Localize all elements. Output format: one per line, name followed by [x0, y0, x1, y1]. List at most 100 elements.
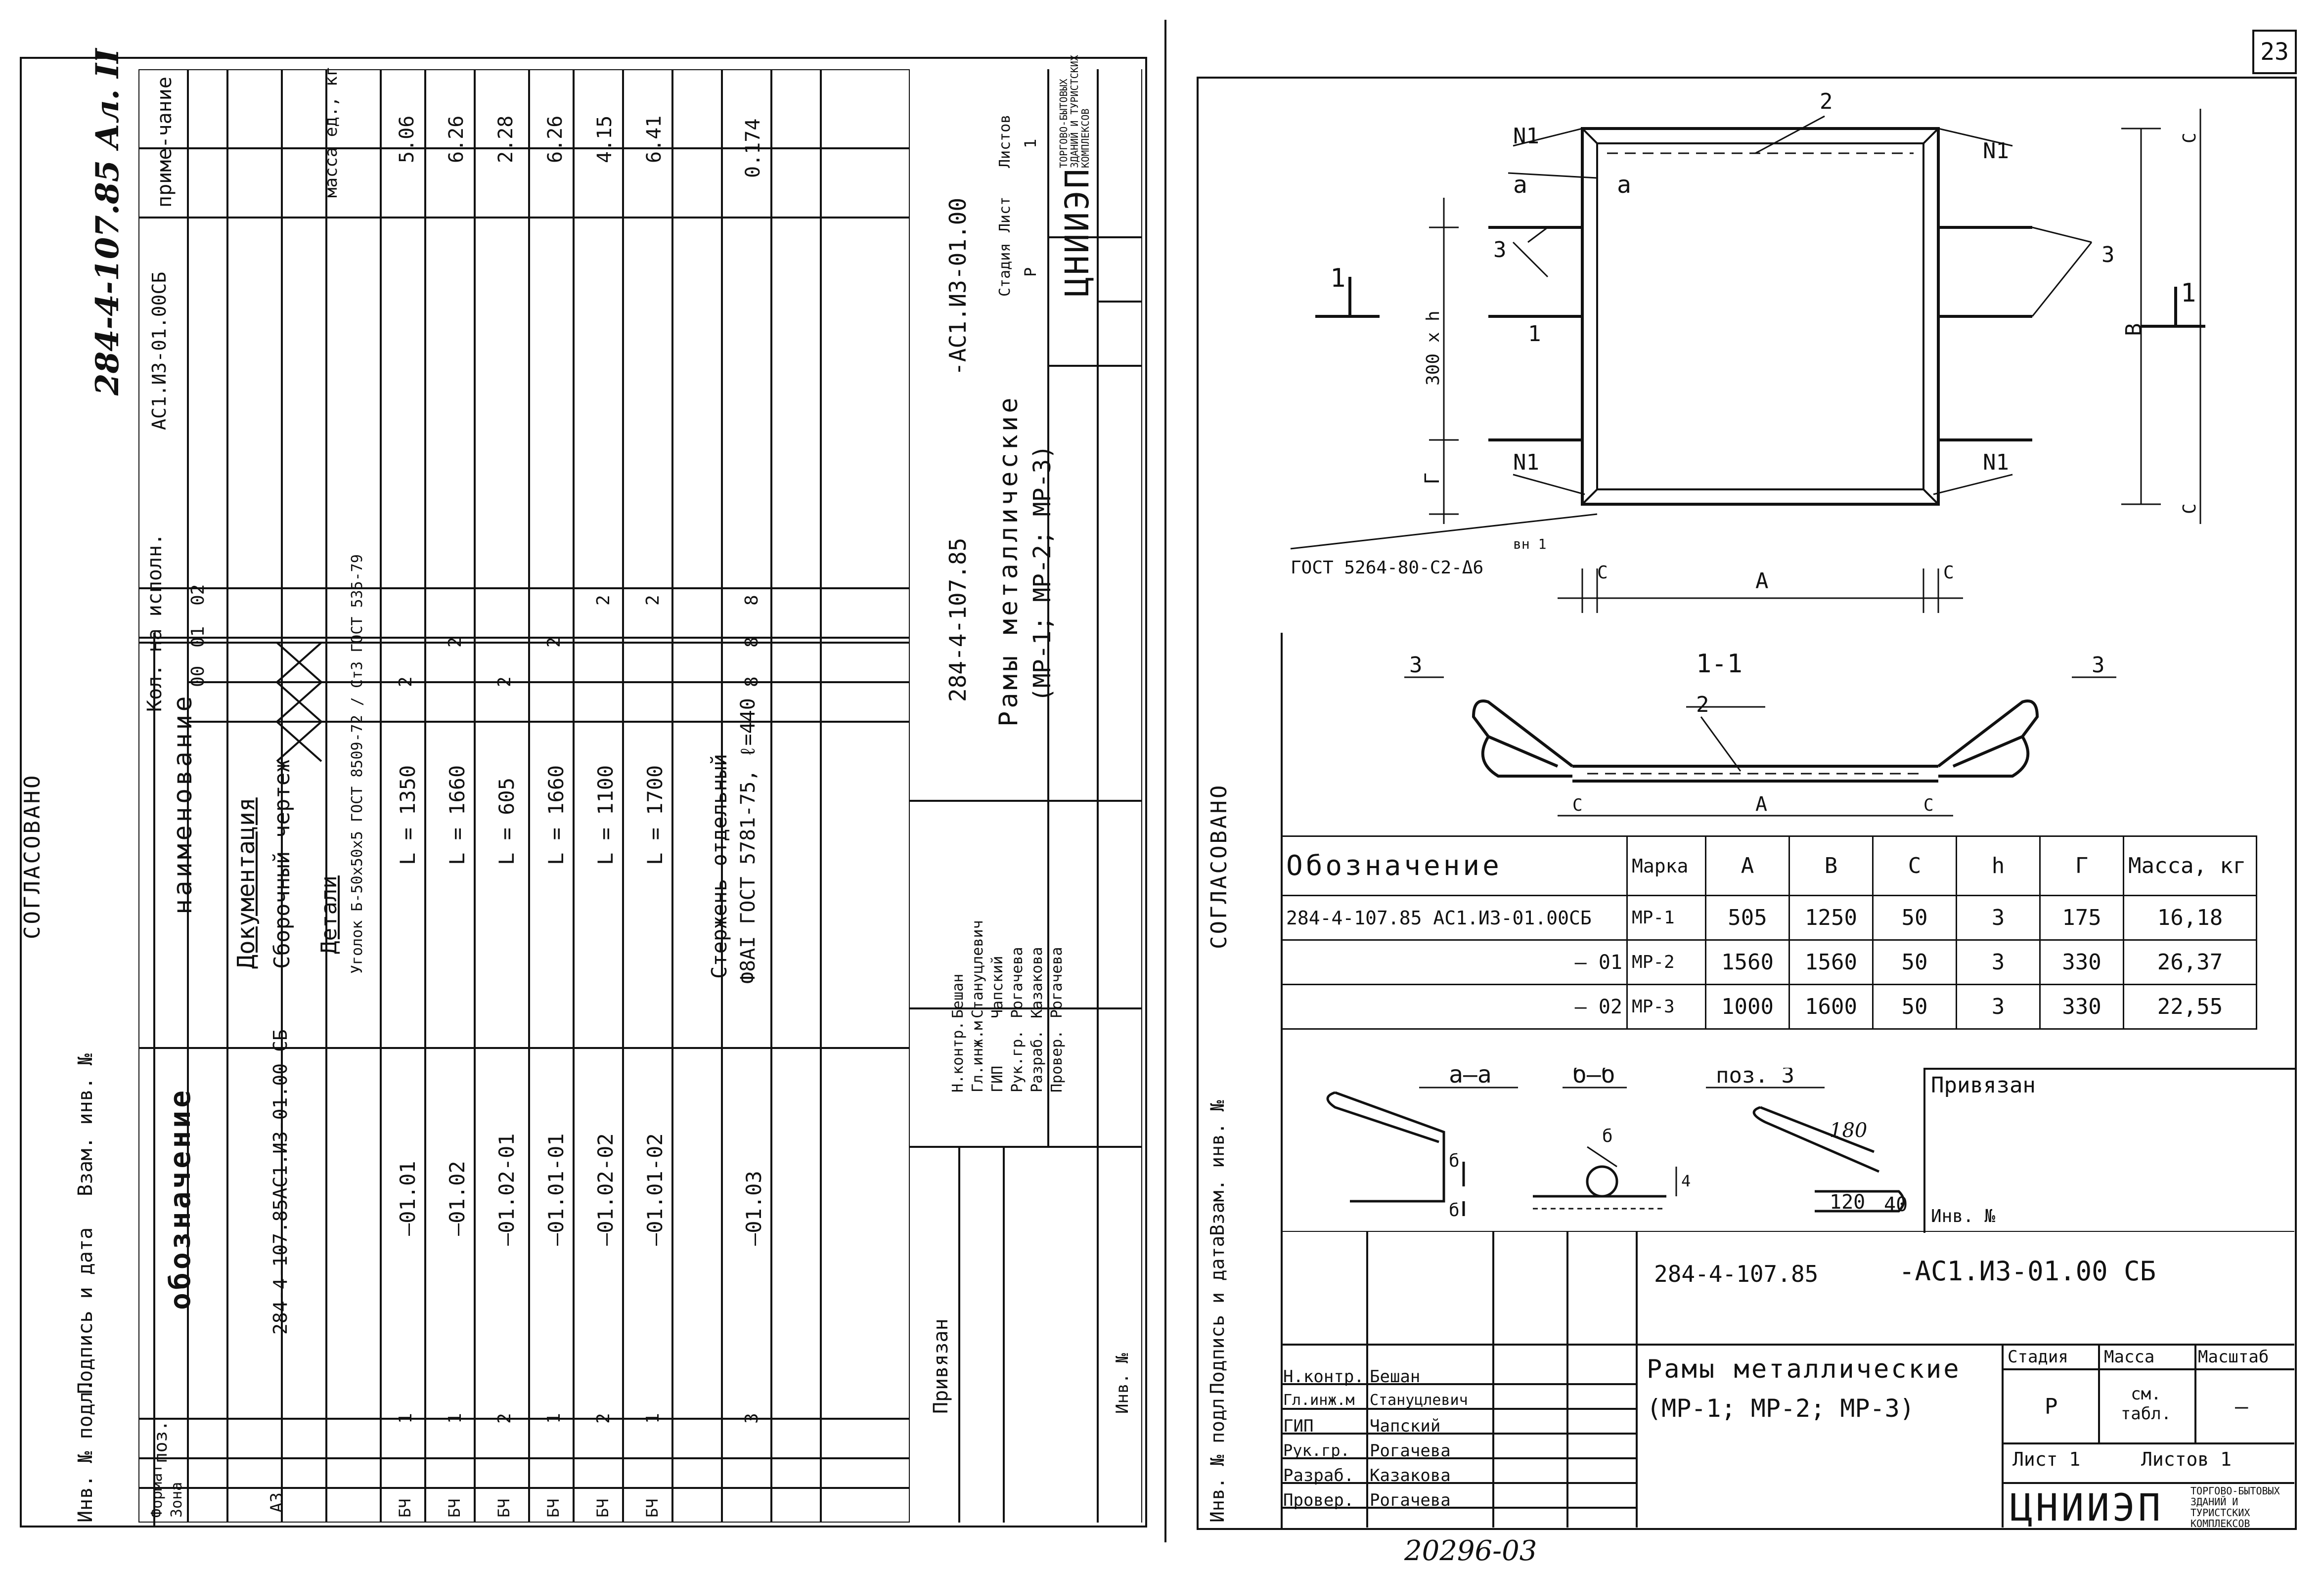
right-tb-code: 284-4-107.85: [1654, 1261, 1819, 1287]
left-row-4-prim: 6.26: [544, 115, 567, 163]
left-row-5-q02: 2: [593, 595, 614, 606]
mark-table-header: Обозначение Марка А В С h Г Масса, кг: [1281, 835, 2257, 896]
left-row-8-q00: 8: [742, 676, 762, 687]
label-weld-note: вн 1: [1513, 536, 1546, 552]
label-g: Г: [1421, 473, 1444, 484]
sheet-divider: [1164, 20, 1166, 1542]
section-label-2: 2: [1696, 692, 1709, 717]
detail-sketches: а—а б—б поз. 3 б б б 4 180 120 40: [1326, 1068, 1908, 1221]
th-C: С: [1872, 835, 1957, 896]
left-row-ugolok: Уголок Б-50х50х5 ГОСТ 8509-72 / Ст3 ГОСТ…: [349, 554, 366, 974]
right-tb-sheet: Лист 1: [2012, 1448, 2081, 1470]
left-row-doc-format: А3: [267, 1492, 287, 1513]
cell-h: 3: [1956, 984, 2041, 1030]
label-300h: 300 x h: [1423, 310, 1443, 386]
th-B: В: [1788, 835, 1874, 896]
left-row-5-prim: 4.15: [593, 115, 616, 163]
left-tb-role-6: Провер.: [1048, 1030, 1066, 1092]
left-sheet: [20, 57, 1147, 1527]
left-row-4-format: БЧ: [544, 1498, 563, 1518]
left-row-3-oboz: —01.02-01: [494, 1133, 519, 1246]
left-row-4-name: L = 1660: [544, 765, 568, 865]
left-row-5-name: L = 1100: [593, 765, 618, 865]
label-c-right: C: [1943, 563, 1954, 583]
cell-G: 330: [2039, 984, 2124, 1030]
left-row-2-format: БЧ: [445, 1498, 464, 1518]
right-tb-name-4: Рогачева: [1370, 1441, 1451, 1461]
left-tb-role-2: Гл.инж.м: [969, 1021, 986, 1093]
section-label-c-right: C: [1923, 795, 1933, 815]
right-table-wrap: Обозначение Марка А В С h Г Масса, кг 28…: [1281, 835, 2257, 1030]
left-tb-org-full: ТОРГОВО-БЫТОВЫХ ЗДАНИЙ И ТУРИСТСКИХ КОМП…: [1058, 55, 1091, 168]
label-B: B: [2121, 323, 2146, 337]
left-row-8-q02: 8: [742, 595, 762, 606]
cell-oboz: 284-4-107.85 АС1.ИЗ-01.00СБ: [1281, 895, 1628, 941]
right-tb-role-3: ГИП: [1283, 1416, 1314, 1436]
right-tb-mass: см. табл.: [2120, 1384, 2172, 1424]
footer-handwritten: 20296-03: [1404, 1535, 1537, 1567]
label-2: 2: [1820, 89, 1833, 114]
th-h: h: [1956, 835, 2041, 896]
right-tb-mass-label: Масса: [2104, 1347, 2155, 1367]
label-n1-tl: N1: [1513, 124, 1539, 149]
left-row-det-name: Детали: [316, 875, 342, 954]
right-tb-scale-label: Масштаб: [2198, 1347, 2269, 1367]
detail-b-aa-2: б: [1449, 1200, 1460, 1221]
cell-A: 505: [1705, 895, 1790, 941]
left-spec-table: [138, 69, 910, 1523]
label-n1-br: N1: [1983, 450, 2009, 475]
left-tb-name-1: Бешан: [949, 973, 967, 1018]
left-row-6-name: L = 1700: [643, 765, 667, 865]
cell-mass: 22,55: [2123, 984, 2257, 1030]
right-inv-podl: Инв. № подл.: [1207, 1387, 1228, 1523]
label-n1-tr: N1: [1983, 138, 2009, 164]
left-row-rod-name: Стержень отдельный: [707, 753, 731, 979]
section-label-c-left: C: [1572, 795, 1582, 815]
right-tb-doc: -АС1.ИЗ-01.00 СБ: [1899, 1256, 2156, 1287]
left-row-6-format: БЧ: [643, 1498, 662, 1518]
detail-bb: б—б: [1572, 1068, 1615, 1089]
left-row-5-format: БЧ: [593, 1498, 612, 1518]
left-row-doc-oboz: 284-4-107.85АС1.ИЗ-01.00 СБ: [269, 1029, 291, 1335]
right-tb-name-3: Чапский: [1370, 1416, 1441, 1436]
left-podpis: Подпись и дата: [74, 1227, 97, 1394]
th-G: Г: [2039, 835, 2124, 896]
cell-marka: МР-1: [1626, 895, 1706, 941]
left-tb-privyazan: Привязан: [930, 1318, 952, 1414]
cell-B: 1560: [1788, 939, 1874, 985]
label-arrow-1-right: 1: [2181, 278, 2196, 308]
left-row-8-q01: 8: [742, 637, 762, 648]
section-label-3-right: 3: [2092, 653, 2105, 678]
left-tb-name-2: Стануцлевич: [969, 920, 986, 1018]
left-agreed-label: СОГЛАСОВАНО: [20, 773, 45, 939]
right-agreed-label: СОГЛАСОВАНО: [1207, 783, 1232, 949]
right-sheet: [1197, 77, 2297, 1530]
left-tb-sheet-label: Лист: [996, 196, 1014, 232]
left-header-mass: масса ед., кг: [321, 66, 341, 198]
right-tb-stage-label: Стадия: [2008, 1347, 2068, 1367]
left-tb-name-4: Рогачева: [1009, 947, 1026, 1019]
left-header-col01: 01: [188, 626, 208, 648]
section-title: 1-1: [1696, 649, 1743, 679]
left-row-doc-name: Документация: [232, 797, 260, 969]
left-row-2-oboz: —01.02: [445, 1161, 469, 1236]
left-tb-code: 284-4-107.85: [944, 537, 971, 702]
detail-poz3: поз. 3: [1716, 1068, 1794, 1088]
left-row-3-q00: 2: [494, 676, 515, 687]
left-header-oboznachenie: обозначение: [163, 1087, 197, 1310]
left-header-col00: 00: [188, 665, 208, 687]
label-arrow-1-left: 1: [1330, 263, 1345, 293]
right-tb-role-6: Провер.: [1283, 1490, 1354, 1510]
left-title-block-frame: [910, 69, 1142, 1523]
cell-mass: 16,18: [2123, 895, 2257, 941]
left-inv-podl: Инв. № подл.: [74, 1380, 97, 1523]
left-vzam-inv: Взам. инв. №: [74, 1053, 97, 1196]
left-row-2-name: L = 1660: [445, 765, 469, 865]
page-number: 23: [2252, 30, 2297, 74]
left-row-5-poz: 2: [593, 1413, 614, 1424]
left-row-2-poz: 1: [445, 1413, 465, 1424]
left-row-4-oboz: —01.01-01: [544, 1133, 568, 1246]
label-a-inner: a: [1617, 171, 1631, 199]
left-tb-stage: Р: [1021, 267, 1040, 277]
left-row-6-poz: 1: [643, 1413, 663, 1424]
